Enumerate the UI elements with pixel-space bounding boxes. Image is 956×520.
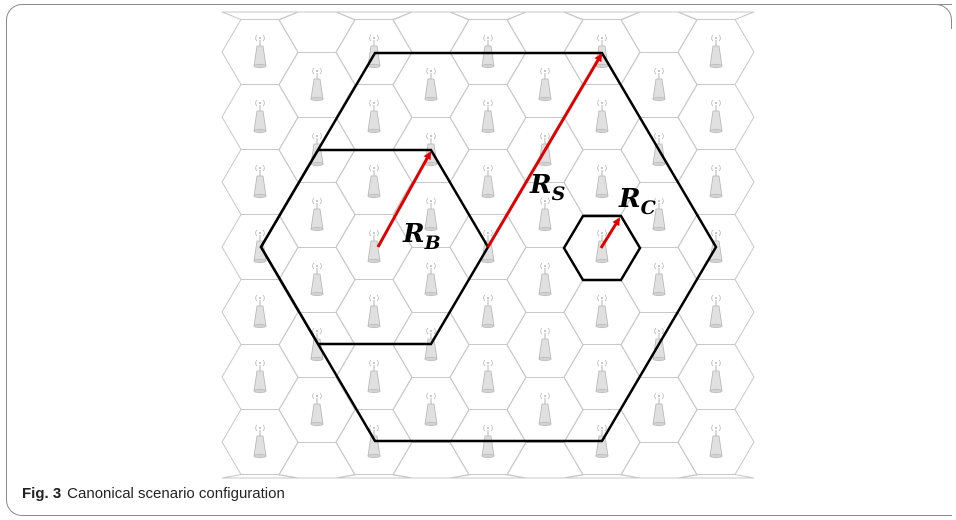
antenna-tower-icon	[709, 34, 723, 69]
antenna-tower-icon	[367, 99, 381, 134]
cell-hexagon	[335, 11, 413, 20]
antenna-tower-icon	[481, 99, 495, 134]
antenna-tower-icon	[253, 294, 267, 329]
figure-frame-corner	[927, 4, 952, 29]
arrow-rs	[486, 53, 603, 248]
antenna-tower-icon	[538, 262, 552, 297]
hexagonal-cell-diagram: RB RS RC	[221, 11, 755, 479]
cell-hexagon	[677, 11, 755, 20]
antenna-tower-icon	[709, 99, 723, 134]
cell-hexagon	[392, 11, 470, 53]
arrow-rb	[376, 151, 432, 248]
cell-hexagon	[620, 442, 698, 479]
antenna-tower-icon	[481, 359, 495, 394]
antenna-tower-icon	[424, 262, 438, 297]
antenna-tower-icon	[424, 67, 438, 102]
antenna-tower-icon	[595, 99, 609, 134]
antenna-tower-icon	[481, 164, 495, 199]
antenna-tower-icon	[253, 164, 267, 199]
antenna-tower-icon	[538, 392, 552, 427]
antenna-tower-icon	[253, 34, 267, 69]
cell-hexagon	[506, 442, 584, 479]
medium-hexagon-rb	[259, 148, 490, 346]
antenna-tower-icon	[709, 424, 723, 459]
figure-caption: Fig. 3 Canonical scenario configuration	[22, 485, 285, 502]
antenna-tower-icon	[481, 294, 495, 329]
caption-text: Canonical scenario configuration	[67, 485, 285, 502]
antenna-tower-icon	[709, 164, 723, 199]
antenna-tower-icon	[709, 294, 723, 329]
label-rs: RS	[529, 170, 565, 205]
antenna-tower-icon	[481, 34, 495, 69]
figure-label: Fig. 3	[22, 485, 62, 502]
label-rb: RB	[402, 219, 441, 254]
antenna-tower-icon	[310, 197, 324, 232]
cell-hexagon	[506, 11, 584, 53]
figure-frame	[6, 4, 952, 516]
antenna-tower-icon	[253, 359, 267, 394]
antenna-tower-icon	[595, 164, 609, 199]
small-hexagon-rc	[562, 214, 642, 282]
antenna-tower-icon	[652, 262, 666, 297]
antenna-tower-icon	[367, 164, 381, 199]
cell-hexagon	[449, 11, 527, 20]
antenna-tower-icon	[367, 294, 381, 329]
antenna-tower-icon	[424, 197, 438, 232]
cell-hexagon	[278, 442, 356, 479]
cell-hexagon	[677, 474, 755, 479]
antenna-tower-icon	[595, 294, 609, 329]
antenna-tower-icon	[367, 359, 381, 394]
antenna-tower-icon	[424, 392, 438, 427]
antenna-tower-icon	[538, 67, 552, 102]
antenna-tower-icon	[709, 359, 723, 394]
label-rc: RC	[618, 184, 656, 219]
antenna-tower-icon	[538, 327, 552, 362]
antenna-tower-icon	[253, 424, 267, 459]
cell-hexagon	[392, 442, 470, 479]
cell-hexagon	[620, 11, 698, 53]
arrow-rc	[599, 217, 621, 249]
antenna-tower-icon	[538, 197, 552, 232]
antenna-tower-icon	[310, 392, 324, 427]
antenna-tower-icon	[310, 262, 324, 297]
antenna-tower-icon	[310, 67, 324, 102]
cell-hexagon	[221, 11, 299, 20]
antenna-tower-icon	[652, 392, 666, 427]
antenna-tower-icon	[652, 67, 666, 102]
cell-hexagon	[563, 11, 641, 20]
antenna-tower-icon	[595, 359, 609, 394]
cell-hexagon	[278, 11, 356, 53]
antenna-tower-icon	[253, 99, 267, 134]
